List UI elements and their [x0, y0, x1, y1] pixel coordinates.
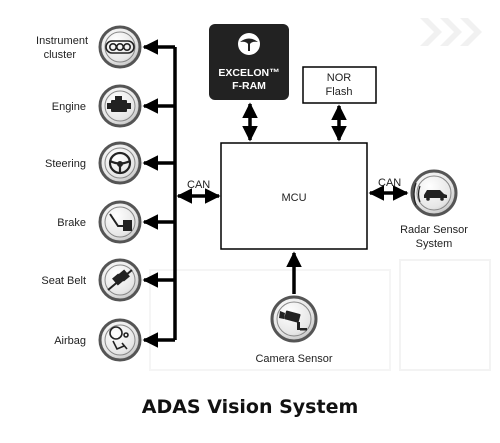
node-radar: Radar Sensor System [400, 169, 468, 250]
steering-label: Steering [45, 158, 86, 170]
brake-pedal-icon [109, 213, 132, 231]
node-brake: Brake [57, 200, 142, 244]
mcu-label: MCU [281, 192, 306, 204]
can-link-right: CAN [368, 177, 409, 201]
engine-label: Engine [52, 101, 86, 113]
nor-label-2: Flash [326, 86, 353, 98]
radar-car-icon [413, 182, 447, 206]
can-link-left: CAN [176, 179, 221, 204]
seat-belt-label: Seat Belt [41, 275, 86, 287]
radar-label-1: Radar Sensor [400, 224, 468, 236]
node-fram: EXCELON™ F-RAM [209, 24, 289, 100]
node-engine: Engine [52, 84, 142, 128]
camera-label: Camera Sensor [255, 353, 332, 365]
airbag-icon [109, 326, 129, 351]
airbag-label: Airbag [54, 335, 86, 347]
gauge-icon [105, 40, 135, 54]
steering-wheel-icon [108, 151, 132, 175]
brake-label: Brake [57, 217, 86, 229]
instrument-cluster-label-1: Instrument [36, 35, 88, 47]
node-airbag: Airbag [54, 318, 142, 362]
camera-icon [279, 310, 307, 331]
memory-links [242, 102, 347, 142]
background-decoration [149, 18, 491, 371]
nor-label-1: NOR [327, 72, 352, 84]
node-instrument-cluster: Instrument cluster [36, 25, 142, 69]
node-steering: Steering [45, 141, 142, 185]
fram-label-2: F-RAM [232, 80, 266, 92]
fram-label-1: EXCELON™ [218, 67, 279, 79]
instrument-cluster-label-2: cluster [44, 49, 77, 61]
engine-icon [107, 96, 131, 112]
can-label-left: CAN [187, 179, 210, 191]
seat-belt-icon [107, 269, 133, 291]
radar-label-2: System [416, 238, 453, 250]
diagram-caption: ADAS Vision System [141, 396, 359, 418]
node-nor-flash: NOR Flash [302, 66, 377, 104]
node-camera: Camera Sensor [255, 295, 333, 365]
tree-logo-icon [238, 33, 260, 55]
node-seat-belt: Seat Belt [41, 258, 142, 302]
node-mcu: MCU [220, 142, 368, 250]
left-bus [142, 39, 177, 348]
can-label-right: CAN [378, 177, 401, 189]
